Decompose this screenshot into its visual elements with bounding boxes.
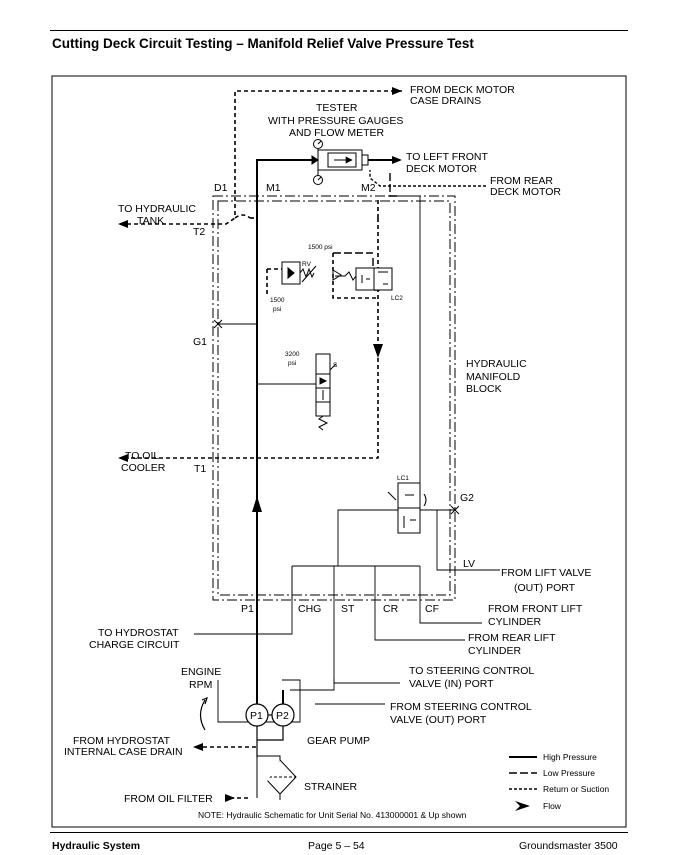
label-from-hydrostat: INTERNAL CASE DRAIN xyxy=(64,746,183,758)
footer-section: Hydraulic System xyxy=(52,840,141,852)
relief-valve-rv xyxy=(281,261,317,285)
label-1500-psi-left: 1500 xyxy=(270,297,285,304)
label-1500-psi-left: psi xyxy=(273,306,281,313)
label-manifold: MANIFOLD xyxy=(466,371,521,383)
label-gear-pump: GEAR PUMP xyxy=(307,735,370,747)
port-d1: D1 xyxy=(214,182,228,194)
legend-return: Return or Suction xyxy=(543,784,609,794)
label-from-lift-valve: FROM LIFT VALVE xyxy=(501,567,591,579)
legend xyxy=(509,756,537,811)
label-from-deck-motor: CASE DRAINS xyxy=(410,95,481,107)
label-to-tank: TANK xyxy=(137,215,164,227)
label-engine-rpm: RPM xyxy=(189,679,212,691)
label-to-left-front: TO LEFT FRONT xyxy=(406,151,488,163)
logic-cartridge-lc2 xyxy=(332,267,393,291)
label-to-steering: TO STEERING CONTROL xyxy=(409,665,534,677)
logic-cartridge-lc1 xyxy=(387,482,427,534)
port-g2: G2 xyxy=(460,492,474,504)
figure-frame xyxy=(51,75,627,828)
label-from-rear-lift: CYLINDER xyxy=(468,645,522,657)
port-m1: M1 xyxy=(266,182,281,194)
label-from-lift-valve: (OUT) PORT xyxy=(514,582,576,594)
label-to-oil-cooler: COOLER xyxy=(121,462,166,474)
return-lines xyxy=(120,90,402,799)
port-cf: CF xyxy=(425,603,439,615)
rear-motor-return xyxy=(369,170,486,187)
pump-section-p2: P2 xyxy=(276,710,289,722)
label-manifold: BLOCK xyxy=(466,383,502,395)
label-from-steering: VALVE (OUT) PORT xyxy=(390,714,487,726)
label-lc2: LC2 xyxy=(391,295,403,302)
label-manifold: HYDRAULIC xyxy=(466,358,527,370)
label-tester: AND FLOW METER xyxy=(289,127,385,139)
port-t2: T2 xyxy=(193,226,205,238)
label-from-oil-filter: FROM OIL FILTER xyxy=(124,793,213,805)
thin-lines xyxy=(194,195,500,723)
label-from-front-lift: CYLINDER xyxy=(488,616,542,628)
port-lv: LV xyxy=(463,558,475,570)
port-cr: CR xyxy=(383,603,399,615)
label-lc1: LC1 xyxy=(397,475,409,482)
pump-section-p1: P1 xyxy=(250,710,263,722)
label-from-steering: FROM STEERING CONTROL xyxy=(390,701,532,713)
legend-low-pressure: Low Pressure xyxy=(543,768,595,778)
label-to-steering: VALVE (IN) PORT xyxy=(409,678,494,690)
label-rv: RV xyxy=(302,261,312,268)
label-tester: WITH PRESSURE GAUGES xyxy=(268,115,403,127)
port-chg: CHG xyxy=(298,603,321,615)
footer-product: Groundsmaster 3500 xyxy=(519,840,618,852)
page-title: Cutting Deck Circuit Testing – Manifold … xyxy=(52,36,474,51)
label-from-rear: DECK MOTOR xyxy=(490,186,561,198)
label-to-oil-cooler: TO OIL xyxy=(125,450,159,462)
port-st: ST xyxy=(341,603,355,615)
strainer xyxy=(256,755,297,800)
port-g1: G1 xyxy=(193,336,207,348)
manifold-block-outline xyxy=(212,195,456,601)
port-t1: T1 xyxy=(194,463,206,475)
solenoid-valve-s xyxy=(315,353,337,431)
label-3200-psi: 3200 xyxy=(285,351,300,358)
label-from-deck-motor: FROM DECK MOTOR xyxy=(410,84,515,96)
schematic-note: NOTE: Hydraulic Schematic for Unit Seria… xyxy=(198,810,467,820)
label-from-front-lift: FROM FRONT LIFT xyxy=(488,603,583,615)
port-markers xyxy=(213,319,460,515)
footer-page-number: Page 5 – 54 xyxy=(308,840,365,852)
top-rule xyxy=(50,30,628,31)
port-m2: M2 xyxy=(361,182,376,194)
legend-flow: Flow xyxy=(543,801,562,811)
label-1500-psi-top: 1500 psi xyxy=(308,244,333,251)
label-to-left-front: DECK MOTOR xyxy=(406,163,477,175)
legend-high-pressure: High Pressure xyxy=(543,752,597,762)
port-p1: P1 xyxy=(241,603,254,615)
label-tester: TESTER xyxy=(316,102,358,114)
bottom-rule xyxy=(50,832,628,833)
label-from-rear-lift: FROM REAR LIFT xyxy=(468,632,556,644)
label-from-rear: FROM REAR xyxy=(490,175,553,187)
tester-flow-meter xyxy=(311,139,369,185)
label-strainer: STRAINER xyxy=(304,781,358,793)
flow-arrows xyxy=(118,87,402,802)
label-to-hydrostat: TO HYDROSTAT xyxy=(98,627,179,639)
label-engine-rpm: ENGINE xyxy=(181,666,221,678)
label-s: S xyxy=(333,362,338,369)
gear-pump xyxy=(199,696,295,758)
label-3200-psi: psi xyxy=(288,360,296,367)
label-to-hydrostat: CHARGE CIRCUIT xyxy=(89,639,180,651)
label-to-tank: TO HYDRAULIC xyxy=(118,203,196,215)
label-from-hydrostat: FROM HYDROSTAT xyxy=(73,735,171,747)
